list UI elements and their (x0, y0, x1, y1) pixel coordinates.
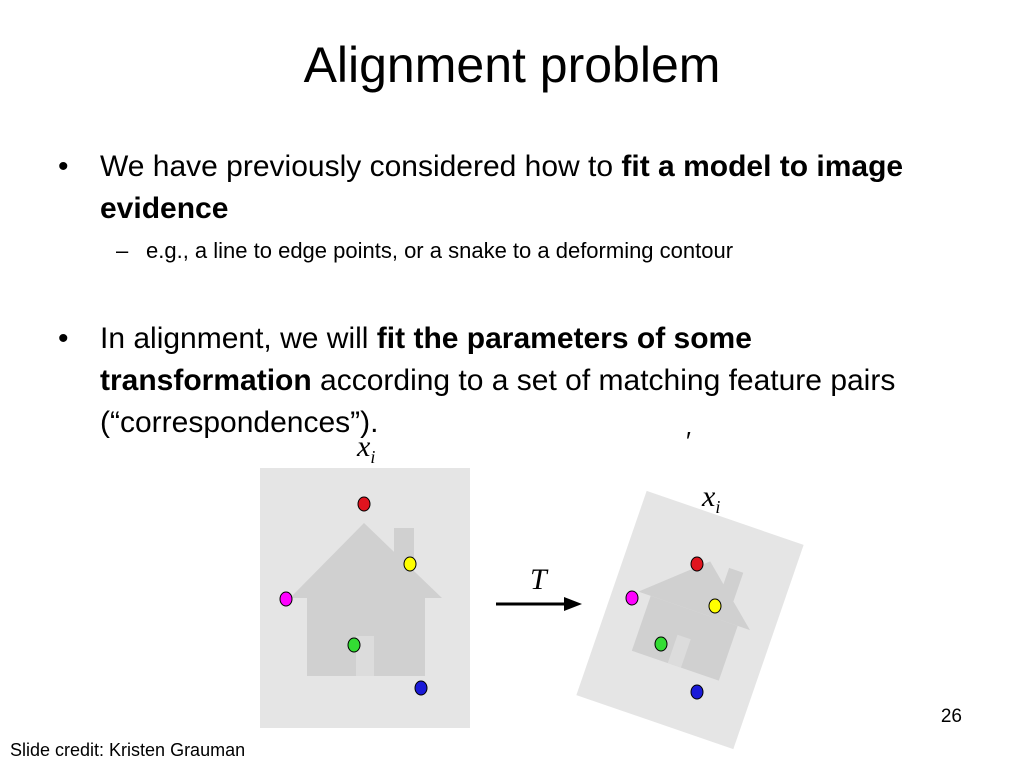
bullet-dot: • (58, 322, 69, 355)
bullet-2-bold: fit the parameters of some transformatio… (100, 322, 752, 397)
target-point-green (654, 636, 668, 652)
bullet-1-bold: fit a model to image evidence (100, 150, 904, 225)
transform-arrow (496, 597, 582, 611)
target-point-blue (690, 684, 704, 700)
target-image (576, 490, 804, 750)
slide-credit: Slide credit: Kristen Grauman (10, 740, 246, 760)
source-label-subscript: i (370, 447, 376, 467)
bullet-2-text: In alignment, we will (100, 322, 377, 355)
target-point-label: xi (702, 482, 720, 522)
source-image (260, 468, 470, 728)
page-number: 26 (940, 706, 962, 727)
source-point-red (357, 496, 371, 512)
bullet-1: • We have previously considered how to f… (58, 146, 940, 230)
sub-bullet-dash: – (116, 238, 129, 263)
bullet-dot: • (58, 150, 69, 183)
target-point-red (690, 556, 704, 572)
sub-bullet-text: e.g., a line to edge points, or a snake … (146, 238, 734, 263)
target-house-door (667, 634, 691, 668)
bullet-2-tail: according to a set of matching feature p… (100, 364, 896, 439)
source-point-label: xi (357, 432, 375, 472)
bullet-2: • In alignment, we will fit the paramete… (58, 318, 940, 444)
target-label-subscript: i (715, 497, 721, 517)
sub-bullet: – e.g., a line to edge points, or a snak… (116, 236, 946, 266)
source-point-magenta (279, 591, 293, 607)
target-point-yellow (708, 598, 722, 614)
source-point-green (347, 637, 361, 653)
source-house-roof (290, 523, 442, 598)
target-label-base: x (702, 480, 716, 513)
target-house-roof (638, 561, 750, 631)
prime-mark: ′ (686, 426, 691, 456)
slide-title: Alignment problem (303, 37, 721, 93)
target-point-magenta (625, 590, 639, 606)
bullet-1-text: We have previously considered how to (100, 150, 622, 183)
source-label-base: x (357, 430, 371, 463)
source-point-blue (414, 680, 428, 696)
source-house-door (356, 636, 374, 676)
source-point-yellow (403, 556, 417, 572)
transform-label: T (530, 563, 547, 596)
